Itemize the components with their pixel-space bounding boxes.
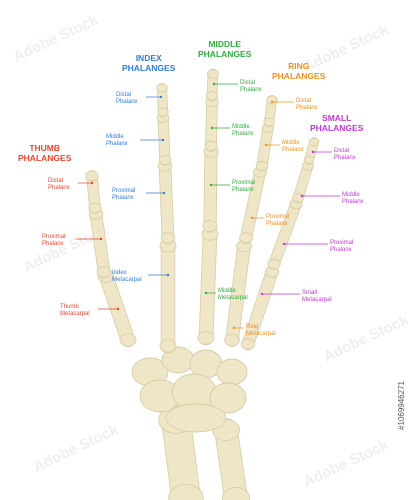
ring-metacarpal-label: Ring Metacarpal	[246, 324, 276, 337]
ring-distal-label: Distal Phalanx	[296, 98, 318, 111]
thumb-proximal-phalanx-bone	[88, 207, 112, 279]
small-distal-phalanx-bone	[303, 137, 320, 165]
ring-distal-leader-dot	[270, 100, 274, 104]
ring-middle-label: Middle Phalanx	[282, 140, 304, 153]
ring-proximal-leader-dot	[250, 216, 254, 220]
index-metacarpal-bone	[159, 238, 177, 354]
carpal-bone	[209, 382, 247, 414]
middle-distal-leader-dot	[212, 82, 216, 86]
middle-proximal-phalanx-bone	[202, 145, 219, 233]
index-middle-label: Middle Phalanx	[106, 134, 128, 147]
index-distal-label: Distal Phalanx	[116, 92, 138, 105]
small-middle-phalanx-bone	[292, 160, 314, 204]
index-proximal-label: Proximal Phalanx	[112, 188, 136, 201]
small-distal-label: Distal Phalanx	[334, 148, 356, 161]
middle-distal-label: Distal Phalanx	[240, 80, 262, 93]
ring-distal-phalanx-bone	[263, 94, 278, 128]
small-metacarpal-label: Small Metacarpal	[302, 290, 332, 303]
index-middle-leader-dot	[161, 138, 165, 142]
middle-middle-phalanx-bone	[204, 96, 219, 152]
small-proximal-label: Proximal Phalanx	[330, 240, 354, 253]
small-distal-leader-dot	[311, 150, 315, 154]
small-middle-label: Middle Phalanx	[342, 192, 364, 205]
middle-metacarpal-bone	[197, 226, 219, 346]
thumb-proximal-leader-dot	[99, 237, 103, 241]
index-distal-phalanx-bone	[156, 82, 169, 118]
thumb-metacarpal-label: Thumb Metacarpal	[60, 304, 90, 317]
thumb-distal-leader-dot	[90, 181, 94, 185]
index-proximal-leader-dot	[162, 191, 166, 195]
index-middle-phalanx-bone	[156, 112, 172, 166]
index-metacarpal-label: Index Metacarpal	[112, 270, 142, 283]
stock-id: #1069946271	[397, 381, 406, 430]
small-metacarpal-leader-dot	[260, 292, 264, 296]
index-proximal-phalanx-bone	[157, 159, 176, 245]
middle-metacarpal-leader-dot	[204, 291, 208, 295]
ring-proximal-label: Proximal Phalanx	[266, 214, 290, 227]
small-proximal-phalanx-bone	[267, 198, 303, 270]
carpal-bone	[165, 403, 227, 433]
ring-metacarpal-leader-dot	[232, 326, 236, 330]
ring-proximal-phalanx-bone	[239, 165, 267, 245]
ring-middle-leader-dot	[264, 143, 268, 147]
thumb-proximal-label: Proximal Phalanx	[42, 234, 66, 247]
carpal-bone	[216, 358, 248, 386]
middle-middle-leader-dot	[210, 126, 214, 130]
ring-metacarpal-bone	[224, 239, 252, 347]
thumb-distal-phalanx-bone	[85, 170, 102, 214]
thumb-metacarpal-leader-dot	[116, 307, 120, 311]
middle-middle-label: Middle Phalanx	[232, 124, 254, 137]
middle-metacarpal-label: Middle Metacarpal	[218, 288, 248, 301]
ulna-bone	[211, 418, 251, 500]
index-distal-leader-dot	[159, 95, 163, 99]
thumb-distal-label: Distal Phalanx	[48, 178, 70, 191]
small-proximal-leader-dot	[282, 242, 286, 246]
index-metacarpal-leader-dot	[166, 273, 170, 277]
ring-middle-phalanx-bone	[255, 122, 275, 172]
middle-distal-phalanx-bone	[206, 68, 219, 102]
small-middle-leader-dot	[300, 194, 304, 198]
middle-proximal-label: Proximal Phalanx	[232, 180, 256, 193]
middle-proximal-leader-dot	[209, 183, 213, 187]
